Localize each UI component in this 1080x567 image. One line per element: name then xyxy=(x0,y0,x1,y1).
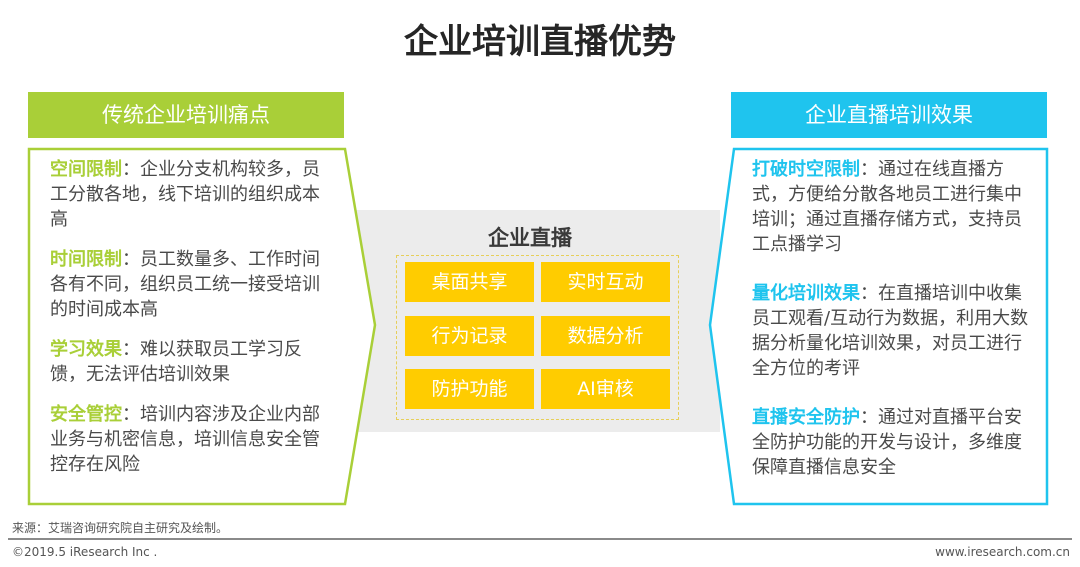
item-key: 安全管控 xyxy=(50,404,122,425)
item-text: ：企业分支机构较多，员工分散各地，线下培训的组织成本高 xyxy=(50,159,320,230)
feature-tile: 实时互动 xyxy=(541,262,670,302)
item-text: ：培训内容涉及企业内部业务与机密信息，培训信息安全管控存在风险 xyxy=(50,404,320,475)
item-key: 直播安全防护 xyxy=(752,407,860,428)
item-text: ：难以获取员工学习反馈，无法评估培训效果 xyxy=(50,339,302,385)
list-item: 打破时空限制：通过在线直播方式，方便给分散各地员工进行集中培训；通过直播存储方式… xyxy=(752,157,1037,257)
feature-tile: AI审核 xyxy=(541,369,670,409)
features-frame xyxy=(396,255,679,420)
list-item: 量化培训效果：在直播培训中收集员工观看/互动行为数据，利用大数据分析量化培训效果… xyxy=(752,281,1037,381)
center-title: 企业直播 xyxy=(488,226,572,250)
page-title: 企业培训直播优势 xyxy=(404,22,676,62)
left-header: 传统企业培训痛点 xyxy=(28,92,344,138)
item-key: 时间限制 xyxy=(50,249,122,270)
item-text: ：通过对直播平台安全防护功能的开发与设计，多维度保障直播信息安全 xyxy=(752,407,1022,478)
footer-divider xyxy=(8,538,1072,540)
right-header: 企业直播培训效果 xyxy=(731,92,1047,138)
list-item: 学习效果：难以获取员工学习反馈，无法评估培训效果 xyxy=(50,337,335,387)
item-key: 打破时空限制 xyxy=(752,159,860,180)
source-note: 来源：艾瑞咨询研究院自主研究及绘制。 xyxy=(12,521,229,535)
item-key: 空间限制 xyxy=(50,159,122,180)
copyright: ©2019.5 iResearch Inc . xyxy=(12,545,158,559)
list-item: 时间限制：员工数量多、工作时间各有不同，组织员工统一接受培训的时间成本高 xyxy=(50,247,335,322)
list-item: 空间限制：企业分支机构较多，员工分散各地，线下培训的组织成本高 xyxy=(50,157,335,232)
pain-points-list: 空间限制：企业分支机构较多，员工分散各地，线下培训的组织成本高 时间限制：员工数… xyxy=(50,157,335,492)
feature-tile: 防护功能 xyxy=(405,369,534,409)
item-text: ：员工数量多、工作时间各有不同，组织员工统一接受培训的时间成本高 xyxy=(50,249,320,320)
website-link[interactable]: www.iresearch.com.cn xyxy=(935,545,1070,559)
list-item: 安全管控：培训内容涉及企业内部业务与机密信息，培训信息安全管控存在风险 xyxy=(50,402,335,477)
right-panel-outline xyxy=(708,147,1049,506)
feature-tile: 桌面共享 xyxy=(405,262,534,302)
feature-tile: 数据分析 xyxy=(541,316,670,356)
item-key: 学习效果 xyxy=(50,339,122,360)
item-text: ：通过在线直播方式，方便给分散各地员工进行集中培训；通过直播存储方式，支持员工点… xyxy=(752,159,1022,255)
left-panel-outline xyxy=(27,147,377,506)
item-key: 量化培训效果 xyxy=(752,283,860,304)
list-item: 直播安全防护：通过对直播平台安全防护功能的开发与设计，多维度保障直播信息安全 xyxy=(752,405,1037,480)
feature-tile: 行为记录 xyxy=(405,316,534,356)
effects-list: 打破时空限制：通过在线直播方式，方便给分散各地员工进行集中培训；通过直播存储方式… xyxy=(752,157,1037,504)
item-text: ：在直播培训中收集员工观看/互动行为数据，利用大数据分析量化培训效果，对员工进行… xyxy=(752,283,1029,379)
